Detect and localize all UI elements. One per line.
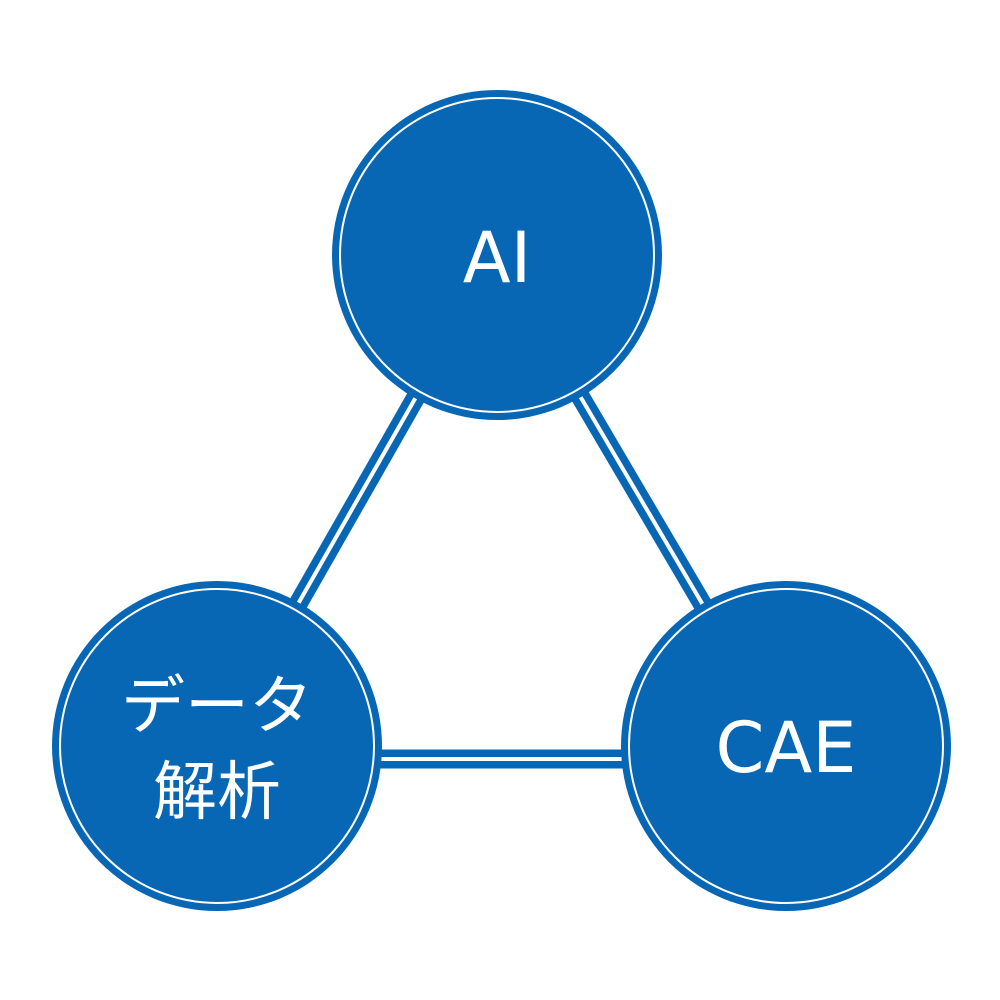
node-cae-inner-ring	[628, 588, 944, 904]
node-data-analysis-circle	[52, 581, 382, 911]
node-data-analysis-inner-ring	[59, 588, 375, 904]
node-cae: CAE	[621, 581, 951, 911]
node-cae-label: CAE	[716, 707, 857, 789]
node-ai-circle	[332, 90, 662, 420]
node-ai-inner-ring	[339, 97, 655, 413]
node-ai: AI	[332, 90, 662, 420]
node-cae-circle	[621, 581, 951, 911]
node-data-analysis-label-line1: データ	[121, 670, 313, 744]
node-ai-label: AI	[463, 217, 532, 299]
node-data-analysis: データ 解析	[52, 581, 382, 911]
node-data-analysis-label-line2: 解析	[153, 756, 281, 830]
